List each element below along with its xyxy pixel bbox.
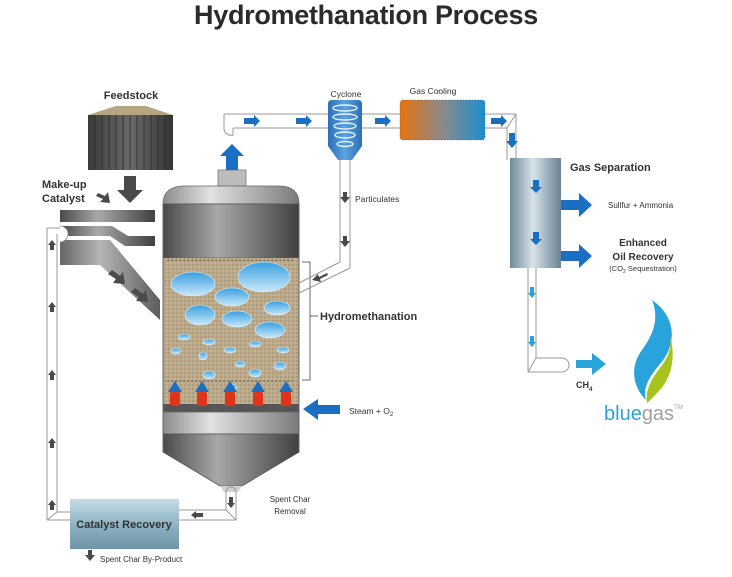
spent-char-down-arrow-icon: [227, 497, 235, 508]
particulates-arrows: [312, 192, 350, 282]
hydromethanation-label: Hydromethanation: [320, 311, 417, 323]
steam-nozzles: [168, 381, 293, 406]
catalyst-recovery-label: Catalyst Recovery: [76, 519, 172, 531]
spent-char-removal-label-1: Spent Char: [270, 495, 311, 504]
sulfur-ammonia-label: Sullfur + Ammonia: [608, 201, 674, 210]
gas-separation-label: Gas Separation: [570, 162, 651, 174]
ch4-label: CH4: [576, 380, 593, 393]
feed-down-arrow-icon: [117, 176, 143, 203]
bed-boundary-lines: [167, 259, 318, 382]
catalyst-arrow-icon: [96, 192, 110, 203]
steam-o2-label: Steam + O2: [349, 406, 394, 418]
flame-green-icon: [646, 336, 673, 403]
sulfur-output-arrow-icon: [561, 193, 592, 217]
catalyst-return-pipe: [46, 227, 70, 521]
return-pipe-up-arrows: [48, 240, 56, 510]
spent-char-removal-label-2: Removal: [274, 507, 306, 516]
ch4-output-arrow-icon: [576, 353, 606, 375]
spent-char-left-arrow-icon: [191, 511, 203, 519]
eor-label-2: Oil Recovery: [612, 252, 674, 263]
gas-cooler: [399, 99, 486, 141]
gas-flow-arrows: [244, 115, 518, 148]
methane-pipe: [527, 268, 570, 373]
eor-label-3: (CO2 Sequestration): [609, 264, 677, 275]
steam-input-arrow-icon: [303, 399, 340, 420]
flame-blue-icon: [634, 300, 672, 400]
makeup-catalyst-label-1: Make-up: [42, 179, 87, 191]
spent-char-byproduct-label: Spent Char By-Product: [100, 555, 183, 564]
catalyst-recovery-unit: [70, 499, 179, 549]
separator-down-arrows: [530, 180, 542, 245]
spent-char-pipe: [166, 486, 237, 521]
hopper-flow-arrow-icon: [108, 270, 125, 284]
diagram-title: Hydromethanation Process: [194, 0, 538, 30]
eor-output-arrow-icon: [561, 244, 592, 268]
gas-bubbles: [170, 261, 291, 393]
feedstock-label: Feedstock: [104, 90, 159, 102]
feedstock-pile-icon: [88, 106, 173, 170]
hopper-flow-arrow-icon: [131, 288, 148, 302]
feed-hopper: [59, 210, 160, 320]
particulates-label: Particulates: [355, 194, 399, 204]
gas-outlet-arrow-icon: [220, 144, 244, 170]
bluegas-wordmark: bluegasTM: [604, 403, 683, 425]
makeup-catalyst-label-2: Catalyst: [42, 193, 85, 205]
methane-down-arrows: [528, 287, 536, 347]
cyclone-separator: [328, 100, 362, 160]
gas-separation-column: [510, 158, 561, 268]
eor-label-1: Enhanced: [619, 238, 667, 249]
particulates-pipe: [298, 160, 351, 294]
byproduct-down-arrow-icon: [85, 550, 95, 561]
gas-cooling-label: Gas Cooling: [410, 86, 457, 96]
cyclone-label: Cyclone: [331, 89, 362, 99]
hydromethanation-reactor: [162, 169, 300, 492]
bluegas-logo: bluegasTM: [604, 300, 683, 425]
